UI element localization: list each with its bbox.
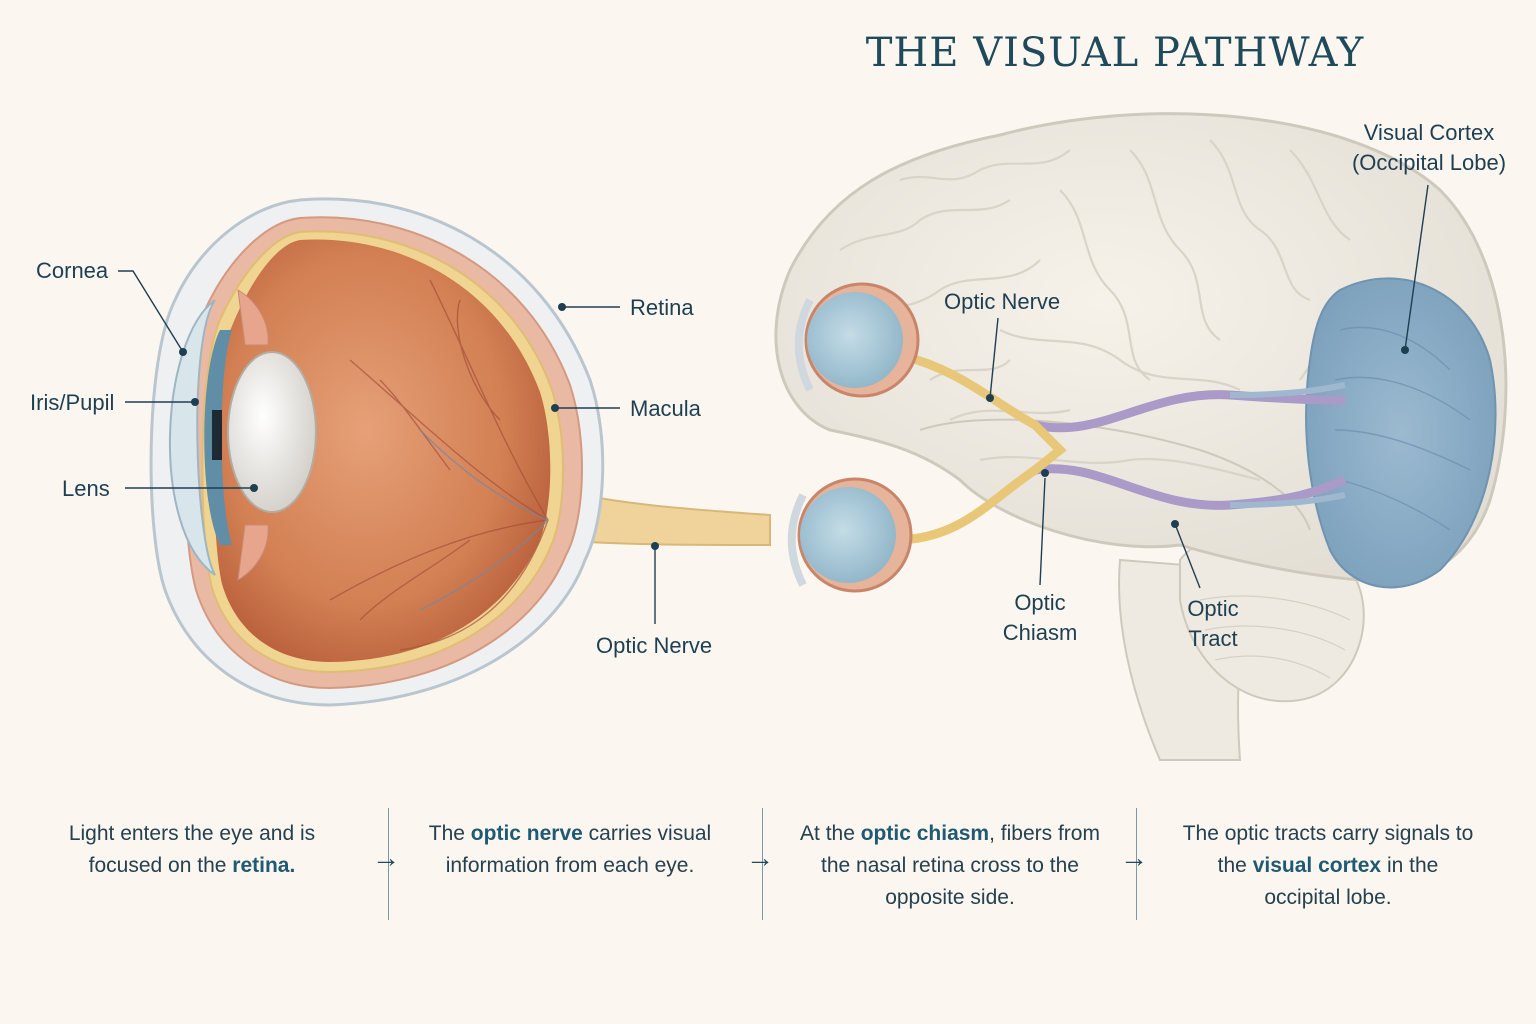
step-2-text-end: carries visual information from each eye… (445, 822, 712, 877)
step-1-bold: retina. (232, 854, 296, 877)
step-4-caption: The optic tracts carry signals to the vi… (1178, 818, 1478, 914)
label-macula: Macula (630, 396, 701, 421)
label-optic-tract-line2: Tract (1188, 626, 1238, 651)
step-2-text: The (428, 822, 471, 845)
label-visual-cortex-line2: (Occipital Lobe) (1351, 150, 1507, 175)
eye-leader-lines (118, 270, 656, 624)
step-1-caption: Light enters the eye and is focused on t… (42, 818, 342, 882)
ciliary-body-bottom (237, 524, 269, 581)
cornea-shape (168, 299, 216, 576)
label-optic-chiasm-line1: Optic (1014, 590, 1066, 615)
step-divider-3 (1136, 808, 1137, 920)
step-3-caption: At the optic chiasm, fibers from the nas… (800, 818, 1100, 914)
label-cornea: Cornea (36, 258, 109, 283)
eye-leader-dots (179, 303, 659, 550)
step-divider-1 (388, 808, 389, 920)
optic-nerves-brain (890, 350, 1067, 545)
step-4-bold: visual cortex (1252, 854, 1382, 877)
ciliary-body-top (237, 289, 269, 346)
step-2-caption: The optic nerve carries visual informati… (420, 818, 720, 882)
step-3-text: At the (800, 822, 861, 845)
visual-cortex-region (1305, 277, 1497, 589)
optic-nerve-bundle (553, 488, 771, 547)
label-optic-chiasm: Optic Chiasm (990, 588, 1090, 648)
step-3-text-end: , fibers from the nasal retina cross to … (821, 822, 1100, 909)
label-visual-cortex-line1: Visual Cortex (1363, 120, 1495, 145)
label-iris-pupil: Iris/Pupil (30, 390, 115, 415)
step-arrow-1: → (372, 842, 400, 873)
label-optic-nerve-eye: Optic Nerve (596, 633, 713, 658)
brain-leader-lines (989, 184, 1429, 589)
optic-chiasm-dot (1041, 469, 1049, 477)
label-optic-tract-line1: Optic (1187, 596, 1239, 621)
label-optic-tract: Optic Tract (1163, 594, 1263, 654)
label-lens: Lens (62, 476, 110, 501)
brain-illustration (774, 112, 1508, 761)
small-eye-bottom (787, 477, 913, 593)
lens-shape (227, 351, 317, 513)
label-retina: Retina (630, 295, 694, 320)
step-arrow-3: → (1120, 842, 1148, 873)
small-eye-top (794, 282, 920, 398)
step-2-bold: optic nerve (470, 822, 583, 845)
eye-interior (213, 239, 551, 662)
optic-tracts (1033, 382, 1347, 510)
step-4-text: The optic tracts carry signals to the (1182, 822, 1474, 877)
eye-cross-section (118, 197, 771, 707)
page-title: THE VISUAL PATHWAY (865, 30, 1365, 76)
label-optic-nerve-brain: Optic Nerve (944, 289, 1061, 314)
step-3-bold: optic chiasm (860, 822, 990, 845)
step-4-text-end: in the occipital lobe. (1264, 854, 1439, 909)
step-1-text: Light enters the eye and is focused on t… (68, 822, 316, 877)
pupil-shape (212, 410, 222, 460)
step-arrow-2: → (746, 842, 774, 873)
retina-vessels (329, 279, 549, 651)
step-divider-2 (762, 808, 763, 920)
label-optic-chiasm-line2: Chiasm (1002, 620, 1078, 645)
label-visual-cortex: Visual Cortex (Occipital Lobe) (1344, 118, 1514, 178)
